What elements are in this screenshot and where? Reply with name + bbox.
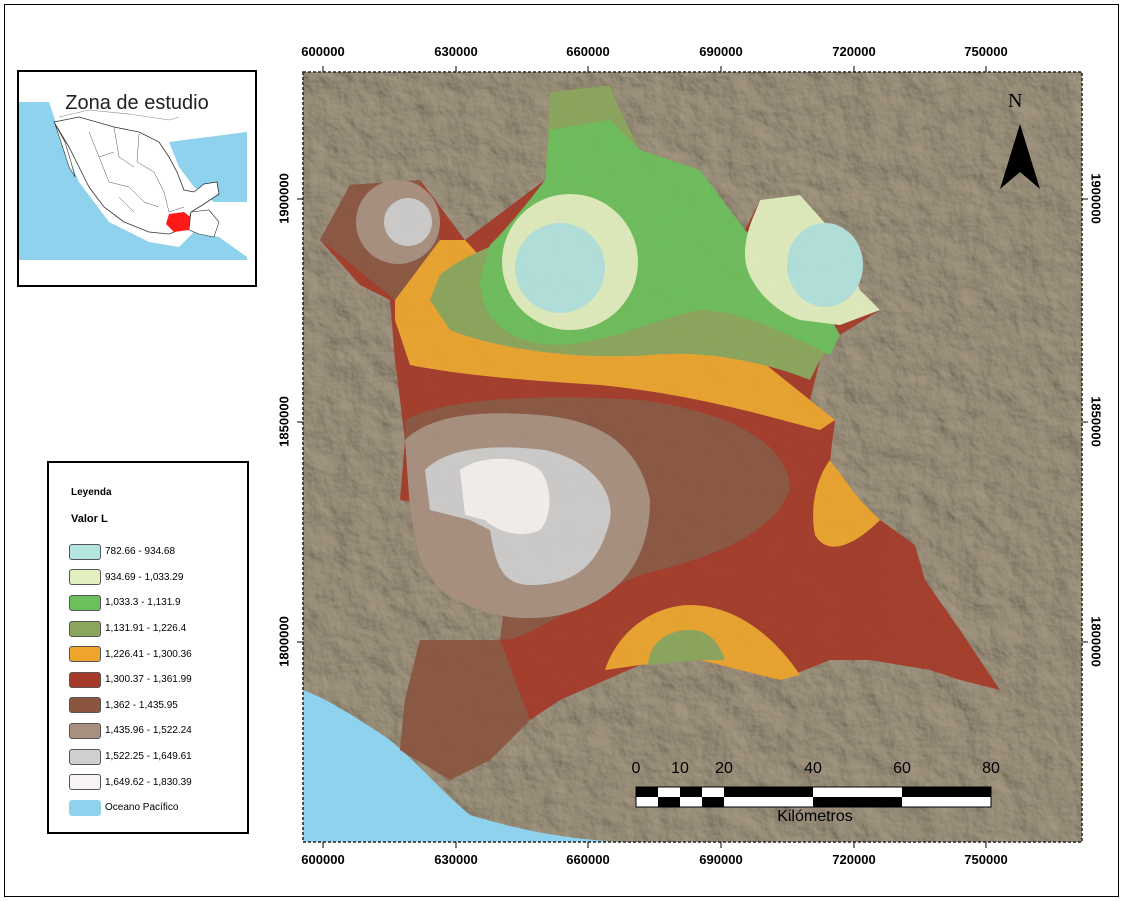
legend-label: 1,131.91 - 1,226.4 xyxy=(105,623,187,635)
legend-swatch xyxy=(69,569,101,586)
legend-swatch xyxy=(69,697,101,714)
legend-item: 1,362 - 1,435.95 xyxy=(69,693,192,719)
x-tick-top: 690000 xyxy=(699,44,743,59)
x-tick-bottom: 750000 xyxy=(964,852,1008,867)
legend-item: 782.66 - 934.68 xyxy=(69,539,192,565)
zone-1649-1830 xyxy=(460,458,550,535)
scale-label: 10 xyxy=(671,760,689,777)
legend-item: 1,649.62 - 1,830.39 xyxy=(69,769,192,795)
legend-swatch xyxy=(69,748,101,765)
legend-label: 782.66 - 934.68 xyxy=(105,546,176,558)
y-tick-right: 1900000 xyxy=(1088,173,1104,224)
zone-1226-1300-east xyxy=(813,460,880,547)
legend-swatch xyxy=(69,646,101,663)
legend-item: 1,435.96 - 1,522.24 xyxy=(69,718,192,744)
scale-label: 40 xyxy=(804,760,822,777)
inset-title: Zona de estudio xyxy=(65,92,209,114)
legend-swatch xyxy=(69,774,101,791)
y-tick-left: 1900000 xyxy=(276,173,292,224)
x-tick-top: 630000 xyxy=(434,44,478,59)
legend-label: 1,649.62 - 1,830.39 xyxy=(105,776,192,788)
legend-item: 934.69 - 1,033.29 xyxy=(69,565,192,591)
zone-1522-1649-nw xyxy=(384,198,432,246)
mexico-outline xyxy=(53,116,220,235)
legend-label: 1,362 - 1,435.95 xyxy=(105,699,178,711)
legend-swatch xyxy=(69,543,101,560)
legend-subtitle: Valor L xyxy=(71,513,108,525)
legend-label: 1,033.3 - 1,131.9 xyxy=(105,597,181,609)
x-tick-bottom: 600000 xyxy=(301,852,345,867)
legend-item: 1,033.3 - 1,131.9 xyxy=(69,590,192,616)
zone-782-934-east xyxy=(787,223,863,307)
legend-item: 1,226.41 - 1,300.36 xyxy=(69,641,192,667)
north-label: N xyxy=(1008,90,1023,112)
x-tick-bottom: 630000 xyxy=(434,852,478,867)
legend-item: 1,300.37 - 1,361.99 xyxy=(69,667,192,693)
x-tick-bottom: 720000 xyxy=(832,852,876,867)
scale-label: 20 xyxy=(715,760,733,777)
legend-item: 1,522.25 - 1,649.61 xyxy=(69,744,192,770)
inset-map: Zona de estudio xyxy=(17,70,257,287)
y-tick-right: 1800000 xyxy=(1088,616,1104,667)
x-tick-bottom: 690000 xyxy=(699,852,743,867)
map-border xyxy=(302,71,1083,843)
legend-swatch xyxy=(69,722,101,739)
legend-label: 934.69 - 1,033.29 xyxy=(105,571,184,583)
zone-782-934-west xyxy=(515,223,605,313)
legend-item: Oceano Pacífico xyxy=(69,795,192,821)
y-tick-left: 1850000 xyxy=(276,396,292,447)
zone-1131-1226-south xyxy=(648,630,725,665)
legend-label: 1,300.37 - 1,361.99 xyxy=(105,674,192,686)
legend-title: Leyenda xyxy=(71,487,112,498)
scale-label: 60 xyxy=(893,760,911,777)
scale-label: 80 xyxy=(982,760,1000,777)
legend-swatch xyxy=(69,799,101,816)
scale-bar xyxy=(635,786,992,808)
legend-swatch xyxy=(69,594,101,611)
legend-swatch xyxy=(69,620,101,637)
study-area xyxy=(320,85,1000,780)
tick-marks xyxy=(297,66,1088,848)
scale-label: 0 xyxy=(631,760,641,777)
legend-label: 1,522.25 - 1,649.61 xyxy=(105,751,192,763)
y-tick-left: 1800000 xyxy=(276,616,292,667)
map-frame xyxy=(4,4,1119,897)
x-tick-top: 600000 xyxy=(301,44,345,59)
legend-swatch xyxy=(69,671,101,688)
legend-items: 782.66 - 934.68 934.69 - 1,033.29 1,033.3 … xyxy=(69,539,192,821)
pacific-ocean xyxy=(303,690,620,842)
legend-label: 1,226.41 - 1,300.36 xyxy=(105,648,192,660)
legend-item: 1,131.91 - 1,226.4 xyxy=(69,616,192,642)
inset-mexico-map xyxy=(19,72,255,285)
north-arrow-icon xyxy=(1000,124,1040,189)
study-zone-highlight xyxy=(166,212,194,232)
x-tick-top: 750000 xyxy=(964,44,1008,59)
x-tick-top: 720000 xyxy=(832,44,876,59)
legend-label: Oceano Pacífico xyxy=(105,802,179,814)
y-tick-right: 1850000 xyxy=(1088,396,1104,447)
scale-units: Kilómetros xyxy=(777,808,853,825)
x-tick-bottom: 660000 xyxy=(566,852,610,867)
legend-label: 1,435.96 - 1,522.24 xyxy=(105,725,192,737)
legend: Leyenda Valor L 782.66 - 934.68 934.69 - … xyxy=(47,461,249,834)
x-tick-top: 660000 xyxy=(566,44,610,59)
